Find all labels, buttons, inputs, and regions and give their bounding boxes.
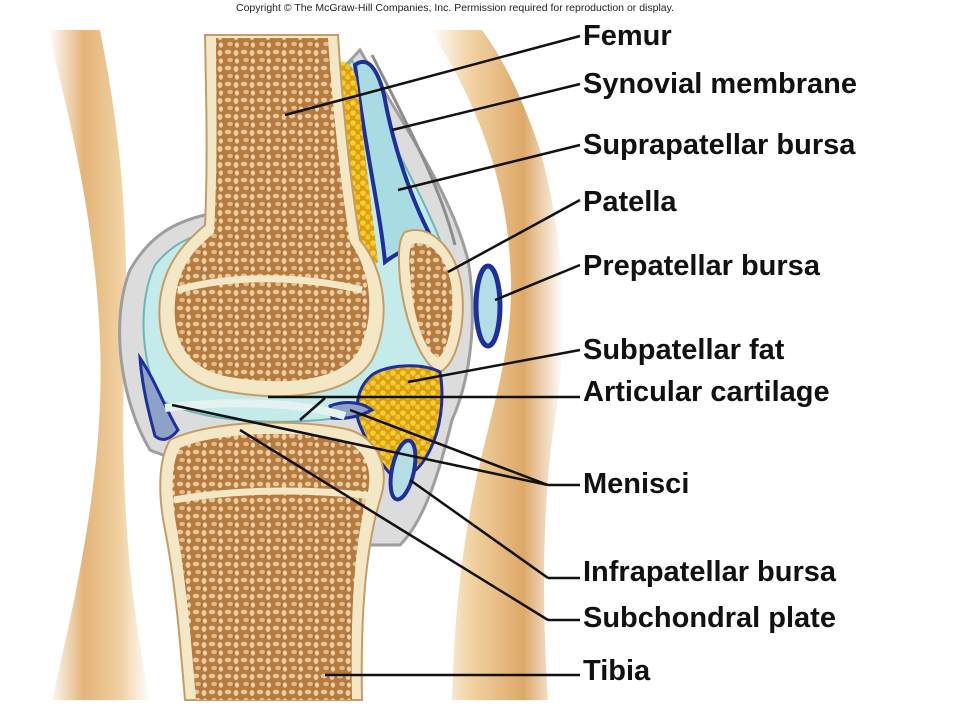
leader-subchondral-plate [239,428,549,622]
label-tibia: Tibia [583,655,651,687]
label-subpatellar-fat: Subpatellar fat [583,334,785,366]
suprapatellar-fat [340,61,378,268]
patella-spongy-bone [409,243,453,358]
skin-right [430,30,564,700]
femur-spongy-bone [174,38,370,382]
label-suprapatellar-bursa: Suprapatellar bursa [583,129,856,161]
label-femur: Femur [583,20,672,52]
leader-menisci-b [349,408,549,487]
synovial-membrane [370,54,457,246]
leader-synovial-membrane [391,82,581,132]
leader-suprapatellar-bursa [397,143,581,192]
leader-femur [284,34,581,117]
leader-menisci-a [171,403,549,487]
tibia-spongy-bone [172,433,370,700]
leader-articular-cartilage-b [299,397,326,421]
label-patella: Patella [583,186,677,218]
articular-cartilage [164,399,347,420]
leader-subpatellar-fat [407,348,581,384]
label-articular-cartilage: Articular cartilage [583,376,830,408]
leader-infrapatellar-bursa [409,478,549,580]
femur-epiphyseal-line [177,275,363,294]
copyright-notice: Copyright © The McGraw-Hill Companies, I… [236,2,675,14]
label-infrapatellar-bursa: Infrapatellar bursa [583,556,837,588]
leader-lines [171,34,581,677]
label-prepatellar-bursa: Prepatellar bursa [583,250,820,282]
meniscus-posterior [138,352,180,441]
leader-prepatellar-bursa [494,263,581,302]
prepatellar-bursa [473,263,503,349]
skin-left [48,30,150,700]
label-synovial-membrane: Synovial membrane [583,68,857,100]
label-subchondral-plate: Subchondral plate [583,602,836,634]
label-menisci: Menisci [583,468,690,500]
tibia-epiphyseal-line [173,487,373,504]
leader-patella [447,198,581,274]
